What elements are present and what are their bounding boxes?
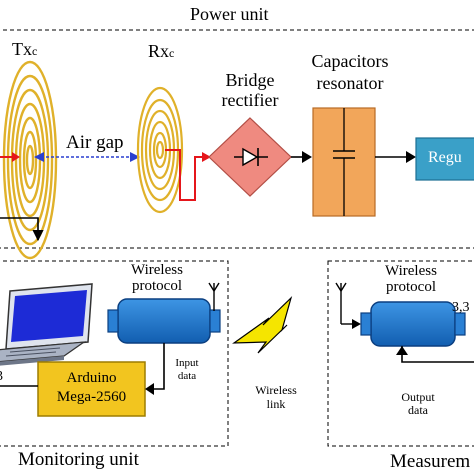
tx-coil-label: Txc — [12, 39, 38, 59]
lightning-bolt-icon — [232, 296, 293, 354]
output-data-label-line2: data — [408, 403, 428, 417]
tx-coil-label-subscript: c — [32, 44, 38, 58]
rectifier-arrowhead — [302, 151, 312, 163]
wireless-link-label-line2: link — [266, 397, 286, 411]
monitoring-protocol-label-line1: Wireless — [131, 262, 183, 278]
rx-coil-label: Rxc — [148, 41, 175, 61]
rx-signal-arrowhead — [202, 152, 211, 162]
capacitors-resonator-label: Capacitors resonator — [300, 50, 400, 94]
protocol-to-arduino-wire — [153, 343, 165, 390]
rx-lead-wire — [165, 149, 208, 201]
output-data-arrowhead — [396, 346, 408, 355]
air-gap-arrowhead-left — [34, 152, 44, 162]
tx-signal-arrowhead — [12, 152, 20, 162]
monitoring-unit-title: Monitoring unit — [18, 449, 139, 470]
measurement-value-label: 3,3 — [452, 300, 470, 315]
power-unit-title: Power unit — [190, 4, 269, 24]
tx-lead-wire — [0, 217, 44, 242]
rx-coil-label-subscript: c — [169, 46, 175, 60]
capacitor-arrowhead — [406, 151, 416, 163]
tx-coil — [2, 60, 58, 260]
capacitors-resonator-label-line1: Capacitors — [311, 51, 389, 71]
bridge-rectifier-label: Bridge rectifier — [204, 70, 296, 110]
bridge-rectifier-label-line2: rectifier — [221, 90, 279, 110]
measurement-unit-title: Measurem — [390, 451, 471, 472]
regulator-label: Regu — [428, 149, 462, 166]
capacitors-resonator — [312, 107, 376, 217]
output-data-label: Output data — [392, 391, 444, 417]
arduino-label-line2: Mega-2560 — [56, 389, 127, 405]
arduino-block — [37, 361, 146, 417]
monitoring-antenna-icon — [208, 282, 220, 311]
measurement-protocol-block — [360, 301, 466, 347]
arduino-label-line1: Arduino — [66, 370, 117, 386]
capacitors-resonator-label-line2: resonator — [316, 73, 384, 93]
input-data-label-line2: data — [177, 370, 197, 382]
measurement-antenna-icon — [335, 282, 347, 324]
measurement-protocol-label: Wireless protocol — [368, 263, 454, 295]
bridge-rectifier-label-line1: Bridge — [225, 70, 275, 90]
measurement-unit-frame — [327, 260, 474, 447]
arduino-label: Arduino Mega-2560 — [38, 369, 145, 407]
regulator-block — [415, 137, 474, 181]
input-data-label-line1: Input — [175, 357, 199, 369]
input-data-label: Input data — [166, 357, 208, 383]
arduino-input-arrowhead — [145, 383, 154, 395]
monitoring-protocol-label-line2: protocol — [132, 278, 182, 294]
antenna-arrowhead — [352, 319, 361, 329]
laptop-icon — [0, 283, 93, 366]
bridge-rectifier — [208, 117, 292, 197]
measurement-protocol-label-line2: protocol — [386, 279, 436, 295]
wireless-link-label-line1: Wireless — [255, 383, 297, 397]
air-gap-label: Air gap — [66, 132, 124, 153]
output-data-label-line1: Output — [401, 390, 435, 404]
air-gap-arrowhead-right — [130, 152, 140, 162]
measurement-protocol-label-line1: Wireless — [385, 263, 437, 279]
monitoring-unit-frame — [0, 260, 229, 447]
monitoring-protocol-block — [107, 298, 221, 344]
power-unit-frame — [0, 29, 474, 249]
wireless-link-label: Wireless link — [246, 383, 306, 411]
monitoring-protocol-label: Wireless protocol — [112, 262, 202, 294]
monitoring-left-edge-text: 3 — [0, 369, 3, 385]
